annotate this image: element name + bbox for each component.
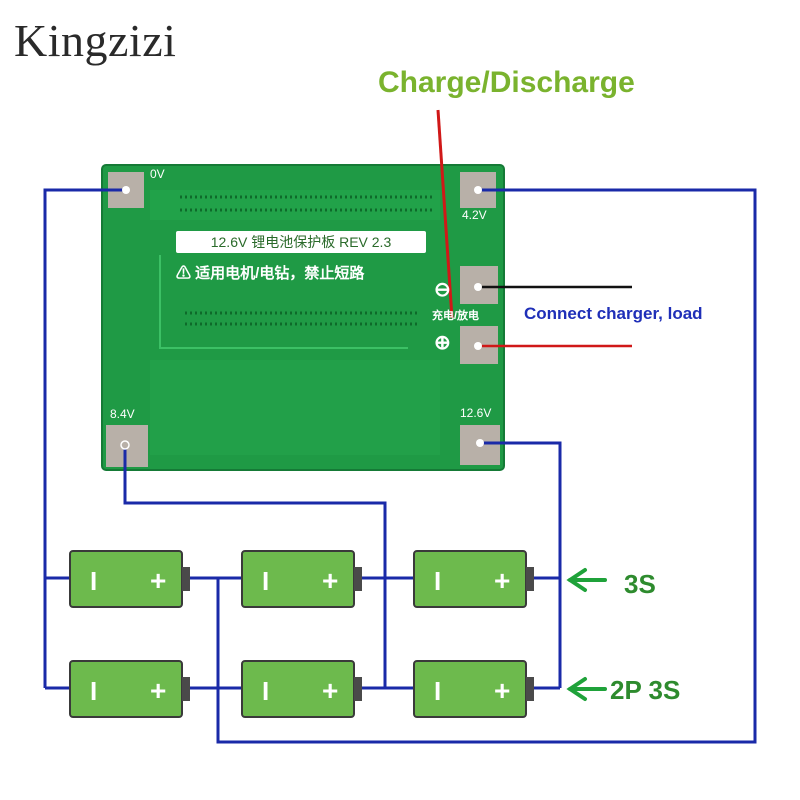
pad-8v4-label: 8.4V (110, 407, 135, 421)
charge-discharge-pcb-text: 充电/放电 (432, 310, 480, 322)
connect-charger-label: Connect charger, load (524, 304, 703, 323)
config-3s-label: 3S (624, 569, 656, 599)
battery-cell: I+ (241, 550, 362, 608)
battery-cell: I+ (69, 550, 190, 608)
charge-wires (120, 109, 632, 450)
pcb-warning: ⚠ 适用电机/电钻，禁止短路 (176, 262, 364, 283)
battery-positive-label: + (322, 565, 338, 596)
battery-cell: I+ (413, 660, 534, 718)
battery-positive-label: + (150, 675, 166, 706)
arrows (566, 568, 607, 701)
wire-0v (43, 188, 126, 580)
battery-cell: I+ (413, 550, 534, 608)
battery-negative-label: I (434, 676, 441, 706)
blue-wires (43, 188, 757, 744)
battery-cell: I+ (241, 660, 362, 718)
battery-negative-label: I (90, 676, 97, 706)
battery-array: I+I+I+I+I+I+ (69, 550, 534, 718)
pcb-title: 12.6V 锂电池保护板 REV 2.3 (176, 231, 426, 253)
battery-negative-label: I (262, 676, 269, 706)
pcb-warning-text: 适用电机/电钻，禁止短路 (195, 265, 365, 282)
battery-positive-label: + (150, 565, 166, 596)
arrow-2p3s (566, 677, 607, 701)
wire-charge-red (436, 109, 454, 319)
minus-icon: ⊖ (434, 279, 451, 301)
charge-discharge-label: Charge/Discharge (378, 66, 635, 99)
config-2p3s-label: 2P 3S (610, 675, 681, 705)
pad-12v6-label: 12.6V (460, 406, 492, 420)
battery-negative-label: I (90, 566, 97, 596)
warning-icon: ⚠ (176, 265, 196, 282)
battery-positive-label: + (322, 675, 338, 706)
pad-0v-label: 0V (150, 167, 165, 181)
wire-12v6 (480, 441, 562, 580)
plus-icon: ⊕ (434, 332, 451, 354)
battery-negative-label: I (434, 566, 441, 596)
wire-8v4 (123, 445, 387, 578)
arrow-3s (566, 568, 607, 592)
pad-4v2-label: 4.2V (462, 208, 487, 222)
battery-positive-label: + (494, 675, 510, 706)
battery-cell: I+ (69, 660, 190, 718)
battery-positive-label: + (494, 565, 510, 596)
brand-logo: Kingzizi (14, 15, 177, 66)
battery-negative-label: I (262, 566, 269, 596)
